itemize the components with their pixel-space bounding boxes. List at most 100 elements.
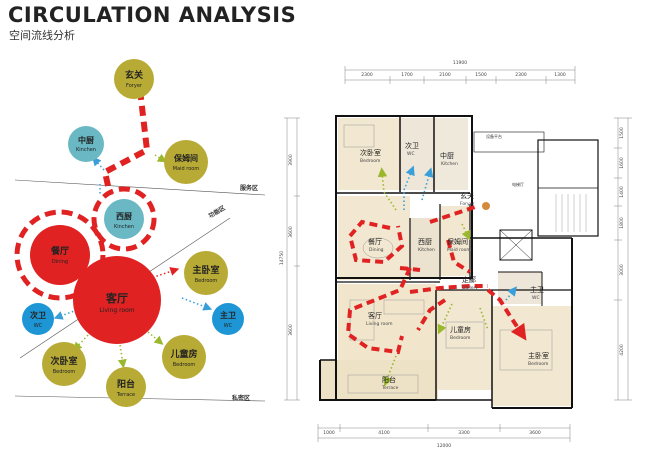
- zone-label-function: 功能区: [207, 204, 227, 220]
- room-gallery: 走廊: [462, 275, 476, 284]
- dim-bottom-4: 3600: [529, 430, 541, 436]
- bubble-western-kitchen: 西厨 Kinchen: [104, 199, 144, 239]
- svg-text:次卧室: 次卧室: [50, 355, 77, 367]
- floor-flow-paths: [345, 204, 527, 355]
- svg-text:中厨: 中厨: [78, 135, 94, 145]
- dim-right-6: 4200: [619, 344, 625, 356]
- dim-right-5: 3000: [619, 264, 625, 276]
- zone-label-service: 服务区: [240, 184, 258, 192]
- svg-text:次卫: 次卫: [30, 310, 46, 320]
- bubble-terrace: 阳台 Terrace: [106, 367, 146, 407]
- annotation-equipment: 设备平台: [486, 133, 502, 139]
- dim-right-3: 1400: [619, 186, 625, 198]
- svg-text:餐厅: 餐厅: [50, 245, 69, 257]
- page-title: CIRCULATION ANALYSIS: [8, 3, 297, 27]
- walls: [319, 115, 599, 409]
- dim-top-total: 11900: [453, 60, 467, 66]
- svg-text:儿童房: 儿童房: [169, 348, 197, 360]
- bubble-living: 客厅 Living room: [73, 256, 161, 344]
- bubble-dining: 餐厅 Dining: [30, 225, 90, 285]
- bubble-foyer: 玄关 Foryer: [114, 59, 154, 99]
- dim-left-1: 3900: [288, 154, 294, 166]
- dim-bottom-total: 12000: [437, 443, 451, 449]
- dining-ring: [14, 209, 106, 301]
- svg-text:Bedroom: Bedroom: [528, 361, 548, 367]
- dim-left-2: 3600: [288, 226, 294, 238]
- room-second-bedroom: 次卧室: [360, 148, 381, 157]
- svg-text:Kinchen: Kinchen: [114, 224, 134, 230]
- link-maid: [154, 153, 167, 163]
- bubble-master-bedroom: 主卧室 Bedroom: [184, 251, 228, 295]
- bubble-kitchen: 中厨 Kinchen: [68, 126, 104, 162]
- svg-text:WC: WC: [224, 323, 233, 329]
- dimension-lines: [284, 66, 632, 442]
- dim-right-4: 1800: [619, 217, 625, 229]
- bubble-master-wc: 主卫 WC: [212, 303, 244, 335]
- svg-text:Dining: Dining: [369, 247, 384, 253]
- room-dining: 餐厅: [368, 237, 382, 246]
- svg-text:Bedroom: Bedroom: [360, 158, 380, 164]
- link-second-bedroom: [72, 334, 89, 352]
- zone-label-private: 私密区: [231, 394, 250, 402]
- svg-text:西厨: 西厨: [116, 211, 132, 221]
- svg-text:Foryer: Foryer: [126, 83, 143, 89]
- svg-text:WC: WC: [407, 151, 415, 157]
- svg-text:客厅: 客厅: [105, 291, 128, 305]
- svg-text:Kitchen: Kitchen: [441, 161, 458, 167]
- svg-text:Living room: Living room: [366, 321, 392, 327]
- room-foyer: 玄关: [460, 191, 474, 200]
- dim-right-1: 1500: [619, 127, 625, 139]
- link-master-wc: [181, 297, 213, 311]
- dim-bottom-3: 3300: [458, 430, 470, 436]
- svg-text:Dining: Dining: [52, 259, 68, 265]
- western-kitchen-ring: [91, 186, 157, 252]
- dim-top-3: 2100: [439, 72, 451, 78]
- link-terrace: [117, 344, 127, 369]
- svg-text:阳台: 阳台: [117, 378, 135, 390]
- room-labels: 次卧室 Bedroom 次卫 WC 中厨 Kitchen 玄关 Foryer 餐…: [360, 141, 549, 391]
- bubble-maid: 保姆间 Maid room: [164, 140, 208, 184]
- room-western-kitchen: 西厨: [418, 238, 432, 246]
- room-master-bedroom: 主卧室: [528, 351, 549, 360]
- room-maid: 保姆间: [447, 237, 468, 246]
- dim-bottom-1: 1000: [323, 430, 335, 436]
- room-master-wc: 主卫: [530, 285, 544, 294]
- zone-line-service: [14, 179, 266, 196]
- annotation-lift-hall: 电梯厅: [512, 181, 524, 187]
- svg-text:Maid room: Maid room: [447, 247, 471, 253]
- link-kitchen: [91, 156, 105, 171]
- svg-text:WC: WC: [34, 323, 43, 329]
- bubble-second-wc: 次卫 WC: [22, 303, 54, 335]
- room-terrace: 阳台: [382, 375, 396, 384]
- svg-text:Bedroom: Bedroom: [53, 369, 76, 375]
- svg-text:Bedroom: Bedroom: [173, 362, 196, 368]
- svg-text:Gallery: Gallery: [462, 285, 478, 291]
- link-second-wc: [53, 309, 78, 320]
- room-kids: 儿童房: [450, 325, 471, 334]
- dim-top-1: 2300: [361, 72, 373, 78]
- svg-text:主卧室: 主卧室: [192, 264, 219, 276]
- floor-dotted-flows: [377, 165, 517, 387]
- svg-text:WC: WC: [532, 295, 540, 301]
- room-kitchen: 中厨: [440, 151, 454, 160]
- room-fills: [320, 118, 572, 406]
- svg-text:主卫: 主卫: [220, 310, 236, 320]
- page-subtitle: 空间流线分析: [9, 29, 75, 42]
- bubble-kids-room: 儿童房 Bedroom: [162, 335, 206, 379]
- stair-treads: [555, 194, 587, 232]
- dim-bottom-2: 4100: [378, 430, 390, 436]
- floor-plan: 11900 2300 1700 2100 1500 2300 1300 1000…: [279, 60, 632, 449]
- dim-right-2: 1600: [619, 157, 625, 169]
- svg-text:Bedroom: Bedroom: [450, 335, 470, 341]
- svg-text:Kitchen: Kitchen: [418, 247, 435, 253]
- bubble-second-bedroom: 次卧室 Bedroom: [42, 342, 86, 386]
- furniture: [343, 124, 553, 394]
- svg-text:Living room: Living room: [99, 307, 134, 314]
- dim-top-2: 1700: [401, 72, 413, 78]
- svg-text:Kinchen: Kinchen: [76, 147, 96, 153]
- room-second-wc: 次卫: [405, 141, 419, 150]
- link-kids: [147, 331, 164, 345]
- dim-top-4: 1500: [475, 72, 487, 78]
- svg-text:Terrace: Terrace: [381, 385, 399, 391]
